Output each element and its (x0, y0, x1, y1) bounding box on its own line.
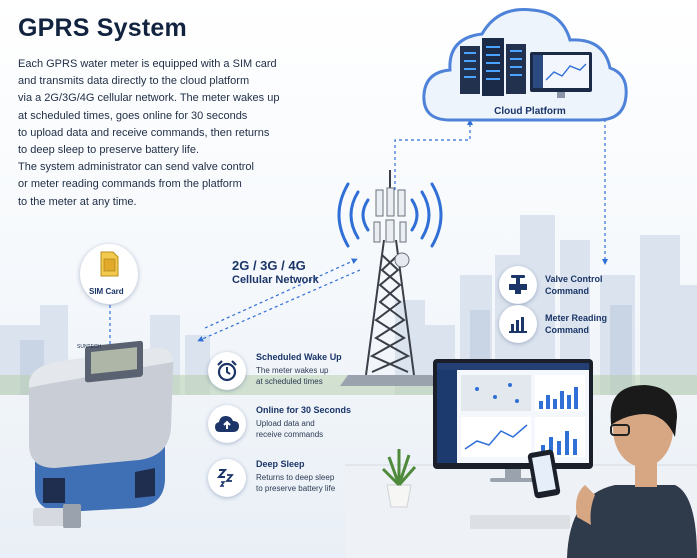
sim-card-icon (100, 251, 119, 277)
state-detail: to preserve battery life (256, 484, 336, 493)
state-detail: Upload data and (256, 419, 315, 428)
valve-icon (499, 266, 537, 304)
description-line: to deep sleep to preserve battery life. (18, 144, 199, 157)
command-valve-control: Valve Control Command (499, 266, 603, 304)
description-line: or meter reading commands from the platf… (18, 178, 242, 191)
description-line: Each GPRS water meter is equipped with a… (18, 58, 277, 70)
state-title: Online for 30 Seconds (256, 405, 352, 415)
command-label: Command (545, 286, 590, 296)
sleep-icon (208, 459, 246, 497)
system-description: Each GPRS water meter is equipped with a… (18, 56, 318, 211)
cell-tower-icon (337, 170, 443, 386)
state-title: Deep Sleep (256, 459, 305, 469)
state-detail: The meter wakes up (256, 366, 329, 375)
network-generations: 2G / 3G / 4G (232, 258, 306, 273)
description-line: and transmits data directly to the cloud… (18, 75, 250, 88)
smartphone-icon (527, 449, 561, 499)
command-label: Meter Reading (545, 313, 608, 323)
command-label: Valve Control (545, 274, 603, 284)
state-detail: at scheduled times (256, 377, 323, 386)
meter-brand: SUNTECH (77, 344, 102, 350)
description-line: to upload data and receive commands, the… (18, 126, 270, 139)
description-line: to the meter at any time. (18, 195, 137, 208)
bar-chart-icon (499, 305, 537, 343)
network-label: 2G / 3G / 4G Cellular Network (232, 258, 319, 286)
description-line: via a 2G/3G/4G cellular network. The met… (18, 92, 280, 105)
server-rack-icon (460, 38, 526, 96)
cloud-upload-icon (208, 405, 246, 443)
state-online-30-seconds: Online for 30 Seconds Upload data and re… (208, 405, 351, 443)
description-line: The system administrator can send valve … (18, 161, 254, 174)
sim-card-badge (80, 244, 138, 304)
command-label: Command (545, 325, 590, 335)
administrator-desk-scene (345, 359, 697, 558)
network-type: Cellular Network (232, 274, 319, 286)
state-detail: Returns to deep sleep (256, 473, 335, 482)
state-deep-sleep: Deep Sleep Returns to deep sleep to pres… (208, 459, 335, 497)
tower-meter-link (197, 269, 361, 342)
alarm-clock-icon (208, 352, 246, 390)
signal-waves-icon (337, 182, 443, 248)
plant-icon (381, 449, 417, 508)
sim-card-label: SIM Card (89, 287, 124, 296)
administrator-person (567, 385, 697, 558)
monitor-icon (530, 52, 592, 98)
cloud-platform-icon (422, 8, 628, 122)
gprs-water-meter: SUNTECH (28, 340, 174, 528)
keyboard-icon (470, 515, 570, 529)
state-title: Scheduled Wake Up (256, 352, 342, 362)
description-line: at scheduled times, goes online for 30 s… (18, 109, 248, 122)
tower-cloud-link (394, 119, 473, 190)
command-meter-reading: Meter Reading Command (499, 305, 607, 343)
cloud-platform-label: Cloud Platform (494, 106, 566, 117)
page-title: GPRS System (18, 14, 187, 42)
state-detail: receive commands (256, 430, 324, 439)
dashboard-monitor (433, 359, 593, 482)
state-scheduled-wake-up: Scheduled Wake Up The meter wakes up at … (208, 352, 342, 390)
